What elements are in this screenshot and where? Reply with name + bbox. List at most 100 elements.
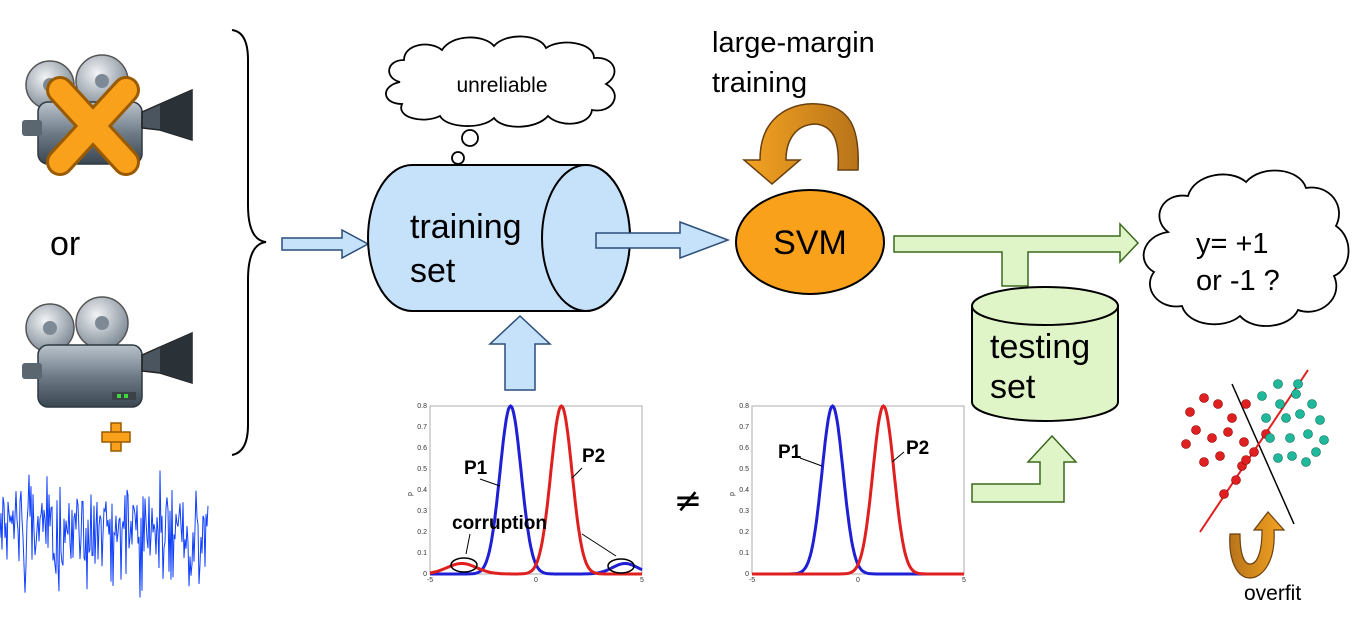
p2-curve xyxy=(429,404,642,576)
y-tick-label: 0.8 xyxy=(739,403,749,410)
input-arrow xyxy=(281,228,370,260)
training-set-label-line1: training xyxy=(410,208,522,246)
class-b-point xyxy=(1265,433,1275,443)
training-set-cylinder xyxy=(367,164,631,312)
y-tick-label: 0.7 xyxy=(739,424,749,431)
class-a-point xyxy=(1213,399,1223,409)
class-b-point xyxy=(1273,453,1283,463)
plot-to-testing-arrow xyxy=(971,434,1078,503)
large-margin-label-line2: training xyxy=(712,67,807,99)
p1-label: P1 xyxy=(464,458,488,479)
x-tick-label: 5 xyxy=(640,577,644,584)
y-tick-label: 0 xyxy=(745,571,749,578)
y-tick-label: 0.4 xyxy=(417,487,427,494)
class-a-point xyxy=(1191,425,1201,435)
y-axis-label: p xyxy=(407,492,414,496)
p2-label: P2 xyxy=(582,446,605,467)
x-tick-label: 0 xyxy=(856,577,860,584)
class-a-point xyxy=(1241,399,1251,409)
or-label: or xyxy=(50,225,80,263)
class-b-point xyxy=(1307,399,1317,409)
svm-node xyxy=(735,189,885,295)
class-b-point xyxy=(1295,409,1305,419)
class-b-point xyxy=(1281,413,1291,423)
class-b-point xyxy=(1273,379,1283,389)
y-tick-label: 0.7 xyxy=(417,424,427,431)
class-a-point xyxy=(1199,457,1209,467)
class-a-point xyxy=(1219,489,1229,499)
class-a-point xyxy=(1249,447,1259,457)
p2-pointer xyxy=(891,451,905,463)
class-a-point xyxy=(1223,427,1233,437)
p1-pointer xyxy=(479,478,501,487)
y-tick-label: 0.1 xyxy=(739,550,749,557)
class-b-point xyxy=(1285,433,1295,443)
plot-frame xyxy=(751,405,965,575)
training-to-svm-arrow xyxy=(595,220,731,260)
y-tick-label: 0.5 xyxy=(739,466,749,473)
class-b-point xyxy=(1319,435,1329,445)
y-tick-label: 0.2 xyxy=(417,529,427,536)
output-label-line2: or -1 ? xyxy=(1196,265,1280,297)
corruption-pointer-left xyxy=(465,533,471,555)
class-a-point xyxy=(1207,433,1217,443)
x-tick-label: 0 xyxy=(534,577,538,584)
class-b-point xyxy=(1303,429,1313,439)
testing-set-label-line2: set xyxy=(990,368,1036,406)
overfit-loop-icon xyxy=(1229,511,1286,579)
x-tick-label: 5 xyxy=(962,577,966,584)
p2-label: P2 xyxy=(906,438,929,459)
x-tick-label: -5 xyxy=(427,577,433,584)
y-tick-label: 0 xyxy=(423,571,427,578)
class-a-point xyxy=(1241,455,1251,465)
y-axis-label: p xyxy=(729,492,736,496)
p1-pointer xyxy=(799,457,823,467)
y-tick-label: 0.3 xyxy=(417,508,427,515)
p1-label: P1 xyxy=(778,442,802,463)
class-a-point xyxy=(1231,475,1241,485)
large-margin-label-line1: large-margin xyxy=(712,27,875,59)
class-b-point xyxy=(1291,389,1301,399)
y-tick-label: 0.1 xyxy=(417,550,427,557)
output-cloud xyxy=(1142,169,1350,327)
loop-arrow-icon xyxy=(741,102,859,185)
y-tick-label: 0.3 xyxy=(739,508,749,515)
class-b-point xyxy=(1287,451,1297,461)
overfit-label: overfit xyxy=(1244,582,1301,605)
class-b-point xyxy=(1315,415,1325,425)
class-a-point xyxy=(1239,437,1249,447)
y-tick-label: 0.8 xyxy=(417,403,427,410)
class-b-point xyxy=(1275,399,1285,409)
class-b-point xyxy=(1301,457,1311,467)
plot-to-training-arrow xyxy=(488,314,552,391)
y-tick-label: 0.6 xyxy=(417,445,427,452)
y-tick-label: 0.4 xyxy=(739,487,749,494)
class-b-point xyxy=(1257,391,1267,401)
y-tick-label: 0.6 xyxy=(739,445,749,452)
y-tick-label: 0.2 xyxy=(739,529,749,536)
output-label-line1: y= +1 xyxy=(1196,228,1269,260)
training-set-label-line2: set xyxy=(410,252,456,290)
class-a-point xyxy=(1199,393,1209,403)
p2-curve xyxy=(752,404,964,576)
corruption-label: corruption xyxy=(452,513,547,534)
corruption-pointer-right xyxy=(581,533,617,557)
class-b-point xyxy=(1293,379,1303,389)
svm-to-output-arrow xyxy=(893,222,1140,287)
cross-icon xyxy=(46,76,140,176)
boundary-line xyxy=(1231,383,1295,525)
unreliable-label: unreliable xyxy=(456,74,547,97)
not-equal-sign: ≠ xyxy=(674,481,703,521)
testing-set-label-line1: testing xyxy=(990,328,1090,366)
x-tick-label: -5 xyxy=(749,577,755,584)
thought-cloud xyxy=(385,35,616,177)
overfit-scatter xyxy=(1181,369,1329,533)
class-a-point xyxy=(1181,439,1191,449)
y-tick-label: 0.5 xyxy=(417,466,427,473)
testing-set-cylinder xyxy=(971,286,1119,422)
corruption-marker-right xyxy=(607,558,635,574)
class-a-point xyxy=(1185,407,1195,417)
